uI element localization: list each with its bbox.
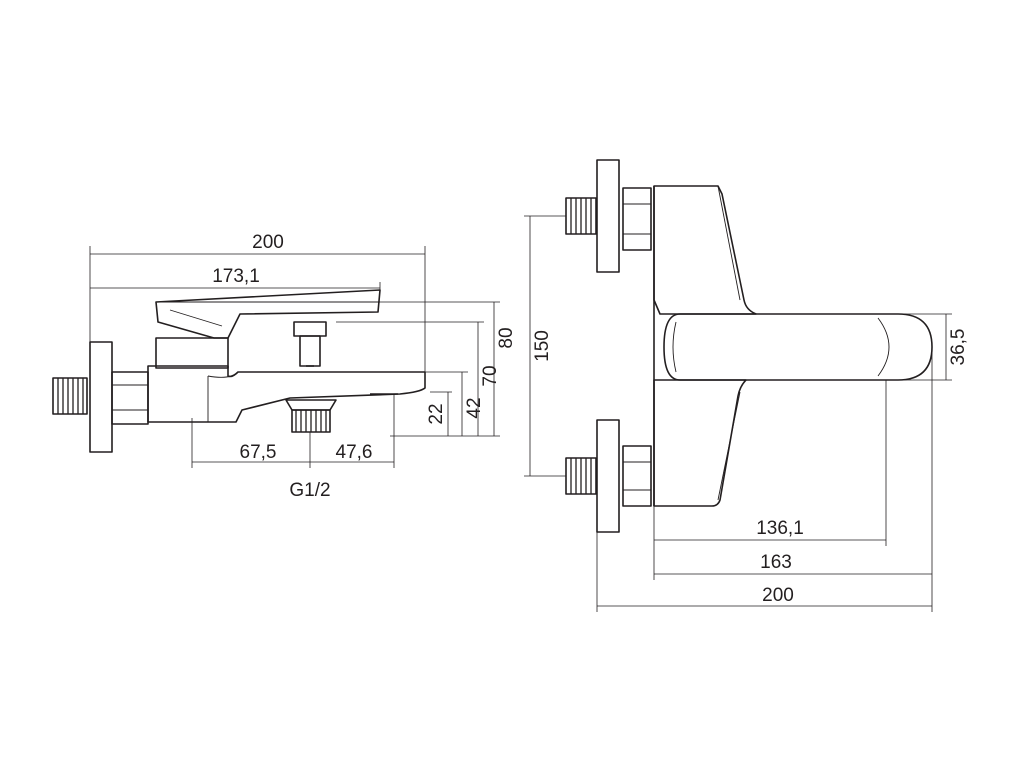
top-lower-connector (565, 419, 652, 533)
top-dim-136: 136,1 (756, 518, 804, 539)
top-mixer-body (653, 185, 757, 507)
side-outlet-thread (285, 399, 337, 433)
top-spout (663, 313, 933, 381)
side-dim-80: 80 (496, 327, 517, 348)
side-mixer-body (147, 365, 426, 423)
side-lever (155, 289, 381, 339)
side-dim-22: 22 (426, 403, 447, 424)
side-dim-47: 47,6 (336, 442, 373, 463)
side-dim-173: 173,1 (212, 266, 260, 287)
top-upper-connector (565, 159, 652, 273)
top-dim-200: 200 (762, 585, 794, 606)
side-dim-200: 200 (252, 232, 284, 253)
top-dim-150: 150 (532, 330, 553, 362)
top-dimension-lines (524, 215, 952, 612)
side-dim-67: 67,5 (240, 442, 277, 463)
top-dim-36: 36,5 (948, 329, 969, 366)
top-dim-163: 163 (760, 552, 792, 573)
side-view: 200 173,1 80 70 42 22 67,5 47,6 G1/2 (52, 232, 517, 501)
side-wall-thread (52, 377, 88, 415)
side-dimension-lines (89, 246, 500, 468)
side-hex-nut (111, 371, 149, 425)
side-escutcheon (89, 341, 113, 453)
top-view: 150 36,5 136,1 163 200 (524, 159, 969, 612)
side-thread-label: G1/2 (289, 480, 330, 501)
side-cartridge (155, 337, 229, 369)
side-dim-42: 42 (464, 397, 485, 418)
side-diverter-knob (293, 321, 327, 367)
side-dim-70: 70 (480, 365, 501, 386)
